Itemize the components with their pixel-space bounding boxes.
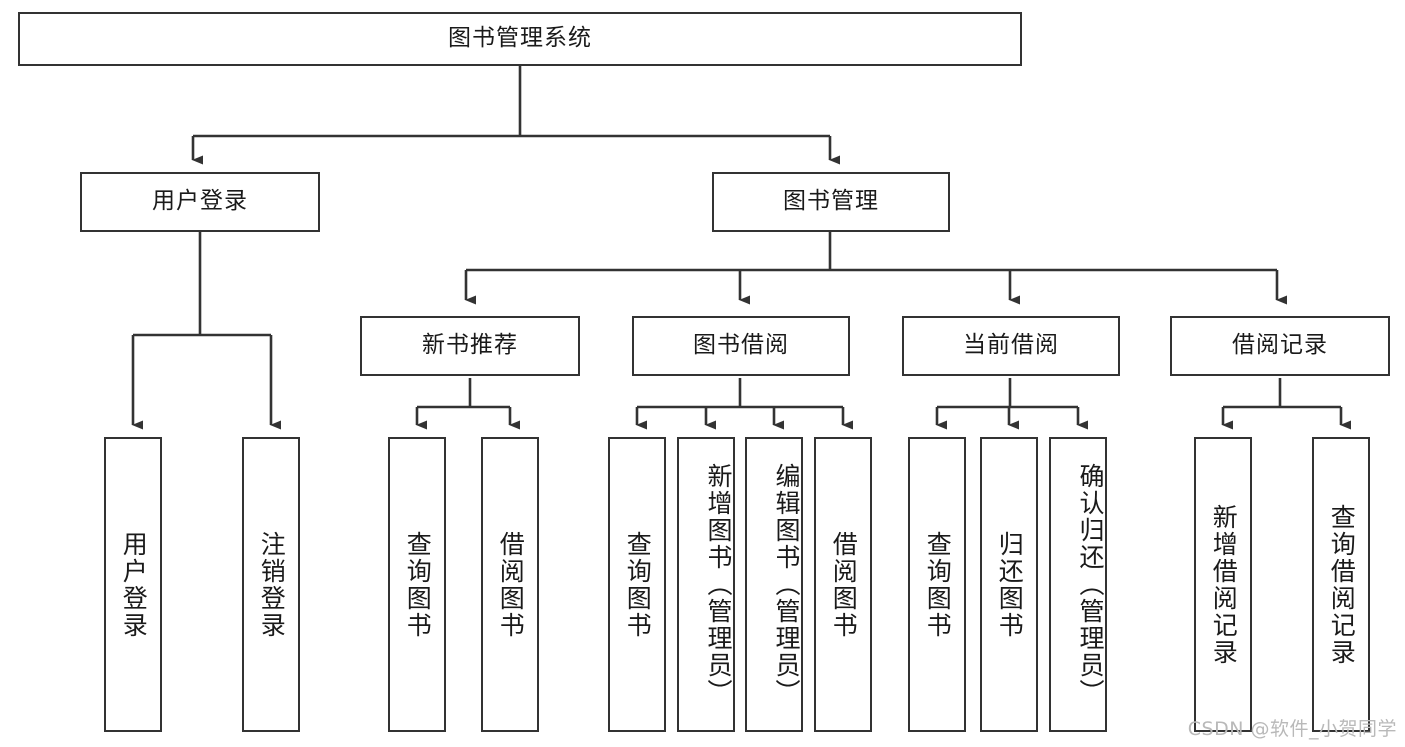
node-label: 查询图书 — [403, 530, 433, 639]
node-label: 确认归还（管理员） — [1076, 463, 1105, 706]
leaf-borrow-books[interactable]: 借阅图书 — [814, 437, 872, 732]
node-label: 归还图书 — [995, 530, 1025, 639]
node-label: 用户登录 — [152, 188, 248, 215]
node-current-borrow[interactable]: 当前借阅 — [902, 316, 1120, 376]
leaf-query-books-recommend[interactable]: 查询图书 — [388, 437, 446, 732]
node-root-library-system[interactable]: 图书管理系统 — [18, 12, 1022, 66]
node-label: 编辑图书（管理员） — [772, 463, 801, 706]
node-label: 借阅图书 — [496, 530, 526, 639]
node-label: 查询借阅记录 — [1327, 503, 1357, 666]
leaf-logout-login[interactable]: 注销登录 — [242, 437, 300, 732]
node-label: 查询图书 — [923, 530, 953, 639]
leaf-return-books[interactable]: 归还图书 — [980, 437, 1038, 732]
node-label: 当前借阅 — [963, 332, 1059, 359]
node-label: 图书借阅 — [693, 332, 789, 359]
node-label: 图书管理 — [783, 188, 879, 215]
leaf-query-books-current[interactable]: 查询图书 — [908, 437, 966, 732]
leaf-user-login[interactable]: 用户登录 — [104, 437, 162, 732]
leaf-add-book-admin[interactable]: 新增图书（管理员） — [677, 437, 735, 732]
node-new-book-recommend[interactable]: 新书推荐 — [360, 316, 580, 376]
node-label: 用户登录 — [119, 530, 149, 639]
leaf-borrow-books-recommend[interactable]: 借阅图书 — [481, 437, 539, 732]
node-label: 借阅图书 — [829, 530, 859, 639]
leaf-query-books-borrow[interactable]: 查询图书 — [608, 437, 666, 732]
node-label: 新增图书（管理员） — [704, 463, 733, 706]
leaf-add-borrow-record[interactable]: 新增借阅记录 — [1194, 437, 1252, 732]
node-book-borrow[interactable]: 图书借阅 — [632, 316, 850, 376]
node-borrow-record[interactable]: 借阅记录 — [1170, 316, 1390, 376]
node-label: 查询图书 — [623, 530, 653, 639]
leaf-query-borrow-record[interactable]: 查询借阅记录 — [1312, 437, 1370, 732]
csdn-watermark: CSDN @软件_小贺同学 — [1187, 718, 1397, 740]
node-label: 注销登录 — [257, 530, 287, 639]
node-label: 图书管理系统 — [448, 25, 592, 52]
node-label: 新增借阅记录 — [1209, 503, 1239, 666]
leaf-edit-book-admin[interactable]: 编辑图书（管理员） — [745, 437, 803, 732]
leaf-confirm-return-admin[interactable]: 确认归还（管理员） — [1049, 437, 1107, 732]
node-label: 新书推荐 — [422, 332, 518, 359]
node-user-login[interactable]: 用户登录 — [80, 172, 320, 232]
node-label: 借阅记录 — [1232, 332, 1328, 359]
node-book-management[interactable]: 图书管理 — [712, 172, 950, 232]
